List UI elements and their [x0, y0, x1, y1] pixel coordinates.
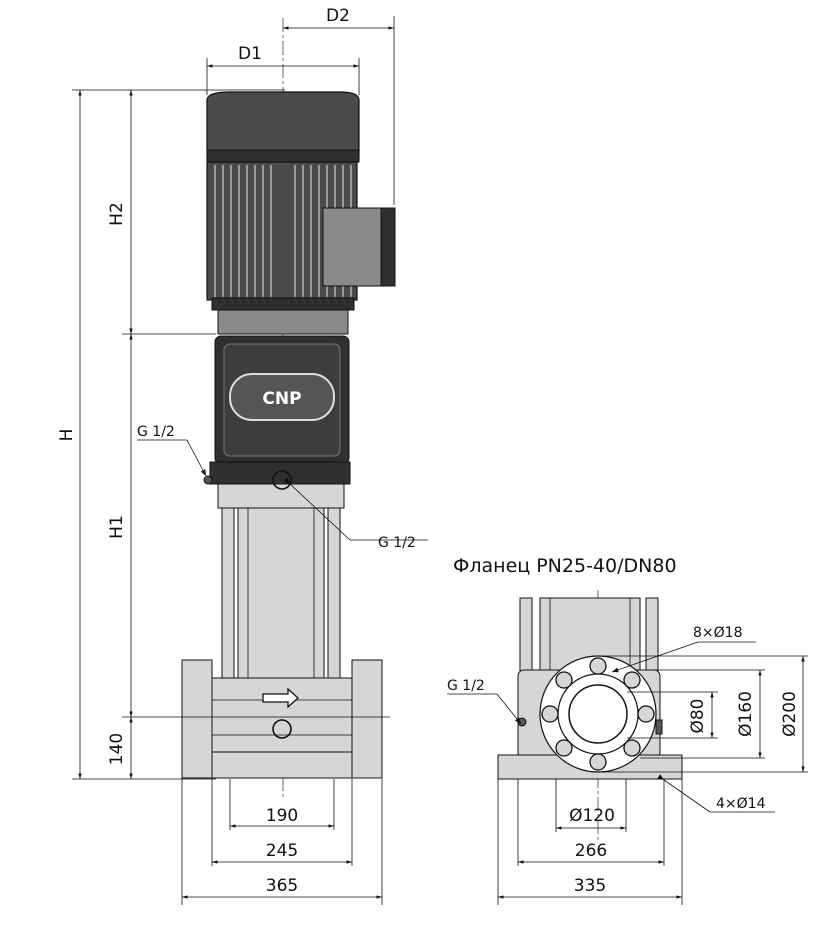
inlet-flange-left — [181, 659, 213, 779]
dim-d200: Ø200 — [780, 691, 800, 737]
left-plug — [203, 475, 213, 485]
coupling-block — [217, 483, 345, 509]
pump-side-view — [497, 590, 683, 840]
flow-arrow-icon — [262, 687, 299, 709]
dim-140: 140 — [107, 733, 127, 765]
dim-245: 245 — [266, 841, 298, 861]
dim-335: 335 — [574, 876, 606, 896]
flange-bore — [568, 684, 628, 744]
brand-logo: CNP — [262, 389, 301, 409]
tie-rod-right — [327, 507, 341, 679]
label-holes-flange: 8×Ø18 — [693, 625, 742, 641]
outlet-flange-right — [351, 659, 383, 779]
dim-d1: D1 — [238, 44, 262, 64]
side-stub — [655, 719, 663, 735]
label-g12-left: G 1/2 — [137, 424, 175, 440]
drain-plug — [272, 719, 292, 739]
dim-d2: D2 — [326, 6, 350, 26]
tie-rod-left — [221, 507, 235, 679]
dim-d160: Ø160 — [736, 691, 756, 737]
motor-adapter — [217, 309, 349, 335]
dim-d80: Ø80 — [688, 698, 708, 733]
dim-h1: H1 — [107, 515, 127, 539]
pump-front-view: CNP — [181, 18, 396, 800]
terminal-box-side — [380, 207, 396, 287]
dim-h2: H2 — [107, 202, 127, 226]
head-lower-plate — [209, 461, 351, 485]
motor-fan-cover — [206, 91, 360, 159]
label-holes-base: 4×Ø14 — [716, 796, 766, 812]
brand-plate — [229, 373, 335, 421]
dim-d120: Ø120 — [569, 806, 615, 826]
label-g12-right: G 1/2 — [378, 535, 416, 551]
base-plate — [211, 751, 353, 779]
dim-190: 190 — [266, 806, 298, 826]
dim-365: 365 — [266, 876, 298, 896]
flange-bolt-holes — [541, 657, 655, 771]
label-g12-flange: G 1/2 — [447, 678, 485, 694]
side-rod-right — [645, 597, 659, 681]
motor-cap-ring — [206, 149, 360, 163]
motor-bottom-flange — [211, 297, 355, 311]
pump-sleeve — [237, 507, 325, 679]
flange-title: Фланец PN25-40/DN80 — [453, 555, 677, 577]
side-rod-left — [519, 597, 533, 681]
pump-base-body — [211, 677, 353, 753]
dim-266: 266 — [575, 841, 607, 861]
vent-plug — [272, 470, 292, 490]
dim-h: H — [57, 429, 77, 442]
